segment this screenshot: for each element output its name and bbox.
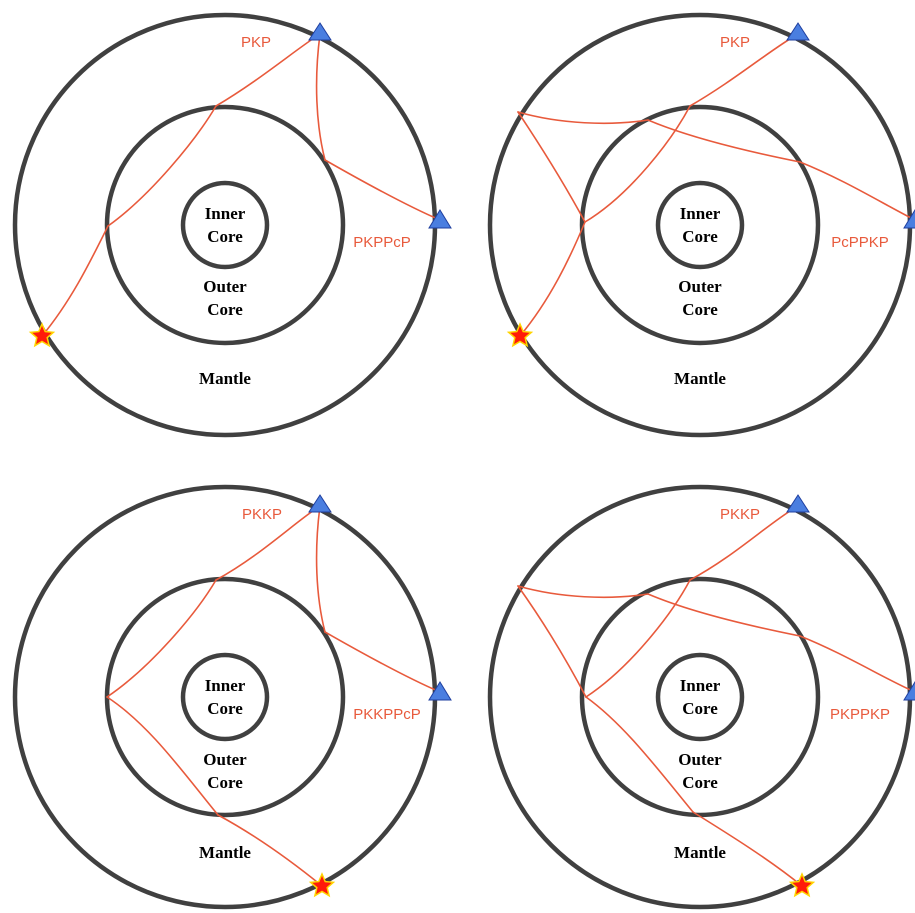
triangle-station-icon [308,22,332,41]
ray-path [692,811,803,887]
star-earthquake-icon [788,872,816,898]
outer-core-label: Core [682,300,718,319]
ray-path [799,161,915,221]
mantle-label: Mantle [674,843,726,862]
ray-path [517,111,649,125]
triangle-station-icon [903,681,915,701]
ray-path [585,696,694,813]
star-earthquake-icon [506,322,534,348]
inner-core-label: Inner [205,676,246,695]
inner-core-boundary-circle [180,180,270,270]
ray-path [106,579,217,698]
ray-path [107,105,217,227]
ray-path [517,585,587,698]
ray-path [315,505,326,633]
outer-core-label: Core [207,300,243,319]
triangle-station-icon [786,494,810,513]
ray-path [517,111,586,223]
inner-core-label: Core [682,227,718,246]
outer-core-label: Outer [203,750,247,769]
inner-core-boundary-circle [655,180,745,270]
phase-label-upper: PKP [720,34,750,51]
triangle-station-icon [308,494,332,513]
ray-path [517,585,649,599]
triangle-station-icon [786,22,810,41]
phase-label-lower: PKKPPcP [353,706,421,723]
inner-core-label: Core [682,699,718,718]
panel-bottom-left: Inner Core Outer Core Mantle PKKP PKKPPc… [12,484,452,910]
ray-path [324,159,441,221]
ray-paths [517,33,915,337]
triangle-station-icon [428,209,452,229]
phase-label-lower: PcPPKP [831,234,889,251]
inner-core-label: Core [207,699,243,718]
outer-core-label: Outer [678,750,722,769]
ray-path [585,579,691,698]
phase-label-upper: PKKP [720,506,760,523]
triangle-station-icon [428,681,452,701]
ray-path [41,225,109,337]
star-earthquake-icon [308,872,336,898]
ray-path [647,593,801,637]
ray-path [315,33,326,161]
ray-path [584,105,691,223]
ray-path [106,696,219,816]
core-mantle-boundary-circle [104,104,346,346]
phase-label-upper: PKP [241,34,271,51]
ray-paths [517,505,915,887]
inner-core-label: Inner [680,204,721,223]
ray-path [324,631,441,693]
phase-label-lower: PKPPcP [353,234,411,251]
ray-path [519,221,586,337]
ray-path [647,119,801,163]
inner-core-boundary-circle [655,652,745,742]
phase-label-lower: PKPPKP [830,706,890,723]
inner-core-label: Inner [205,204,246,223]
phase-label-upper: PKKP [242,506,282,523]
inner-core-label: Inner [680,676,721,695]
mantle-label: Mantle [199,843,251,862]
panel-bottom-right: Inner Core Outer Core Mantle PKKP PKPPKP [487,484,915,910]
ray-path [217,814,323,887]
core-mantle-boundary-circle [579,576,821,818]
mantle-label: Mantle [199,369,251,388]
panel-top-right: Inner Core Outer Core Mantle PKP PcPPKP [487,12,915,438]
star-earthquake-icon [28,322,56,348]
inner-core-boundary-circle [180,652,270,742]
core-mantle-boundary-circle [579,104,821,346]
outer-core-label: Outer [203,277,247,296]
outer-core-label: Core [682,773,718,792]
outer-core-label: Outer [678,277,722,296]
ray-path [799,635,915,693]
outer-core-label: Core [207,773,243,792]
triangle-station-icon [903,209,915,229]
panel-top-left: Inner Core Outer Core Mantle PKP PKPPcP [12,12,452,438]
inner-core-label: Core [207,227,243,246]
mantle-label: Mantle [674,369,726,388]
